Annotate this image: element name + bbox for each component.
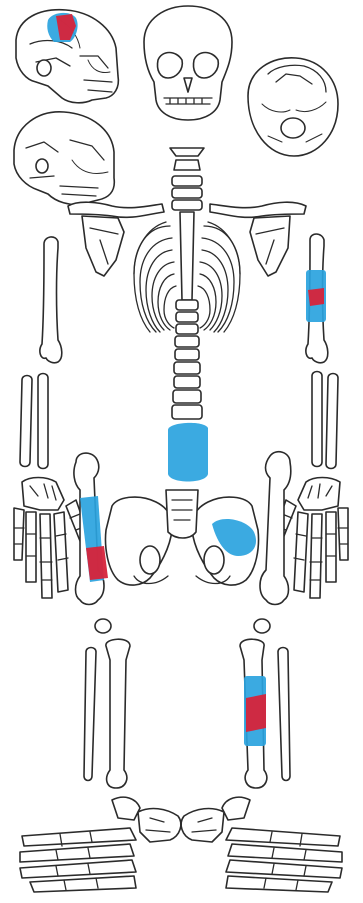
patella-left [254,619,270,633]
annotation-left-humerus [306,270,326,322]
skull-basal [248,58,338,156]
forearm-left [312,372,338,469]
highlight-red [308,288,324,306]
annotation-frontal-skull [47,13,77,42]
scapula-right [82,216,124,276]
sternum [180,212,194,300]
skull-frontal [144,6,232,120]
foot-left [181,797,342,892]
annotation-lumbar-vertebrae [168,423,208,482]
scapula-left [250,216,290,276]
skull-lateral-bottom [14,112,114,205]
foot-right [20,797,181,892]
cervical-vertebrae [170,148,204,210]
highlight-blue [168,423,208,482]
forearm-right [20,374,48,469]
humerus-right [40,237,62,363]
highlight-red [246,694,266,732]
annotation-left-tibia [244,676,266,746]
lower-leg-right [84,639,130,788]
sacrum [166,490,198,538]
thoracic-lumbar-spine [172,300,202,419]
patella-right [95,619,111,633]
